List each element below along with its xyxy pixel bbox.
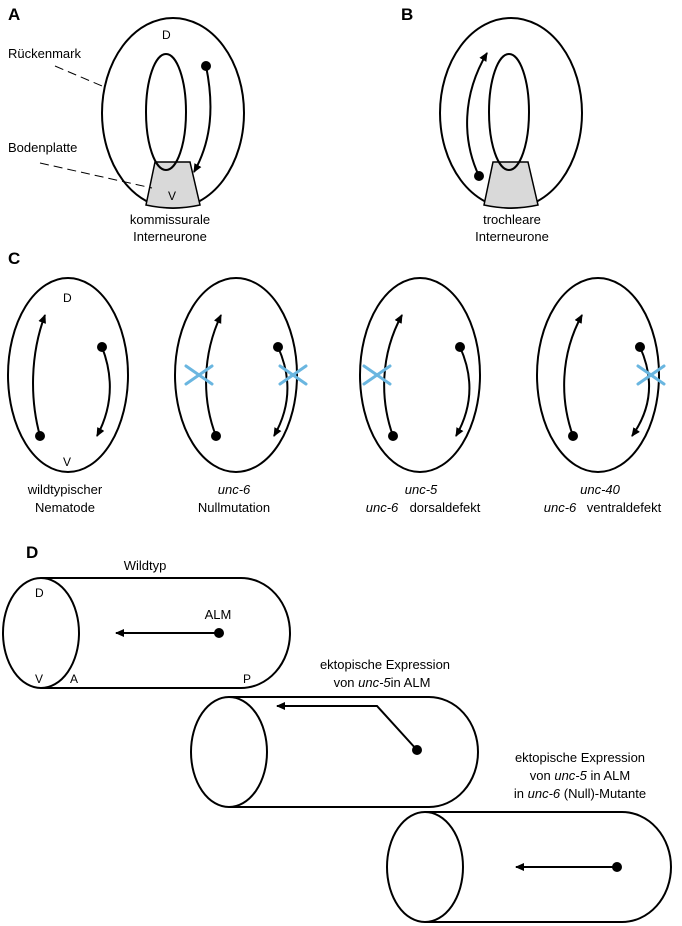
dorsal-axon-arrow xyxy=(32,314,46,437)
panel-b: B trochleare Interneurone xyxy=(401,5,583,244)
panel-d-letter: D xyxy=(26,543,38,562)
worm1-title: Wildtyp xyxy=(124,558,167,573)
c-caption-4-gene-b: unc-6 xyxy=(544,500,577,515)
worm-cross-section xyxy=(7,277,129,473)
worm3-caption-line2: von unc-5 in ALM xyxy=(530,768,630,783)
panel-c-letter: C xyxy=(8,249,20,268)
worm-cross-section xyxy=(359,277,481,473)
worm2-caption-line2: von unc-5in ALM xyxy=(334,675,431,690)
c-caption-2-line2: Nullmutation xyxy=(198,500,270,515)
worm-body xyxy=(425,811,672,923)
panel-c: C D V wildtypischer Nematode xyxy=(7,249,666,515)
alm-axon-arrow xyxy=(276,702,418,751)
block-cross-icon xyxy=(278,364,308,386)
worm-end-section xyxy=(386,811,464,923)
c-caption-1-line1: wildtypischer xyxy=(27,482,103,497)
c-caption-3-gene-b: unc-6 xyxy=(366,500,399,515)
panel-a-letter: A xyxy=(8,5,20,24)
spinal-cord-leader xyxy=(54,65,103,87)
c-caption-2-gene: unc-6 xyxy=(218,482,251,497)
worm-ectopic-unc5-unc6-null: ektopische Expression von unc-5 in ALM i… xyxy=(386,750,672,923)
ventral-axon-arrow xyxy=(631,346,650,437)
c-caption-1-line2: Nematode xyxy=(35,500,95,515)
ventral-marker-c: V xyxy=(63,455,71,469)
c-column-unc6-null: unc-6 Nullmutation xyxy=(174,277,308,515)
dorsal-marker-c: D xyxy=(63,291,72,305)
panel-a: A D V Rückenmark Bodenplatte kommissural… xyxy=(8,5,245,244)
block-cross-icon xyxy=(184,364,214,386)
panel-b-caption-line1: trochleare xyxy=(483,212,541,227)
ventral-axon-arrow xyxy=(96,346,111,437)
c-column-unc5: unc-5 unc-6 dorsaldefekt xyxy=(359,277,481,515)
c-column-wildtype: D V wildtypischer Nematode xyxy=(7,277,129,515)
worm-cross-section xyxy=(536,277,660,473)
c-caption-3-line2: dorsaldefekt xyxy=(410,500,481,515)
panel-b-letter: B xyxy=(401,5,413,24)
panel-b-caption-line2: Interneurone xyxy=(475,229,549,244)
panel-a-caption-line1: kommissurale xyxy=(130,212,210,227)
block-cross-icon xyxy=(362,364,392,386)
floor-plate-leader xyxy=(39,162,153,189)
ventral-marker: V xyxy=(168,189,176,203)
spinal-cord-label: Rückenmark xyxy=(8,46,81,61)
alm-neuron-label: ALM xyxy=(205,607,232,622)
worm3-caption-line3: in unc-6 (Null)-Mutante xyxy=(514,786,646,801)
central-canal xyxy=(145,53,187,171)
c-caption-4-line2: ventraldefekt xyxy=(587,500,662,515)
worm1-posterior-marker: P xyxy=(243,672,251,686)
ventral-axon-arrow xyxy=(455,346,471,437)
dorsal-axon-arrow xyxy=(563,314,583,437)
c-caption-3-gene-a: unc-5 xyxy=(405,482,438,497)
worm1-dorsal-marker: D xyxy=(35,586,44,600)
floor-plate-b xyxy=(483,161,539,209)
worm-end-section xyxy=(190,696,268,808)
dorsal-axon-arrow xyxy=(205,314,222,437)
trochlear-axon-arrow xyxy=(466,52,488,177)
central-canal-b xyxy=(488,53,530,171)
worm-ectopic-unc5: ektopische Expression von unc-5in ALM xyxy=(190,657,479,808)
dorsal-axon-arrow xyxy=(383,314,403,437)
worm-cross-section xyxy=(174,277,298,473)
panel-a-caption-line2: Interneurone xyxy=(133,229,207,244)
commissural-axon-arrow xyxy=(193,65,212,173)
ventral-axon-arrow xyxy=(273,346,289,437)
worm1-anterior-marker: A xyxy=(70,672,78,686)
worm-body xyxy=(41,577,291,689)
worm2-caption-line1: ektopische Expression xyxy=(320,657,450,672)
worm-body xyxy=(229,696,479,808)
worm-wildtype: Wildtyp D V A P ALM xyxy=(2,558,291,689)
c-column-unc40: unc-40 unc-6 ventraldefekt xyxy=(536,277,666,515)
block-cross-icon xyxy=(636,364,666,386)
c-caption-4-gene-a: unc-40 xyxy=(580,482,621,497)
floor-plate xyxy=(145,161,201,209)
panel-d: D Wildtyp D V A P ALM ektopische Express… xyxy=(2,543,672,923)
floor-plate-label: Bodenplatte xyxy=(8,140,77,155)
dorsal-marker: D xyxy=(162,28,171,42)
worm3-caption-line1: ektopische Expression xyxy=(515,750,645,765)
worm1-ventral-marker: V xyxy=(35,672,43,686)
worm-end-section xyxy=(2,577,80,689)
